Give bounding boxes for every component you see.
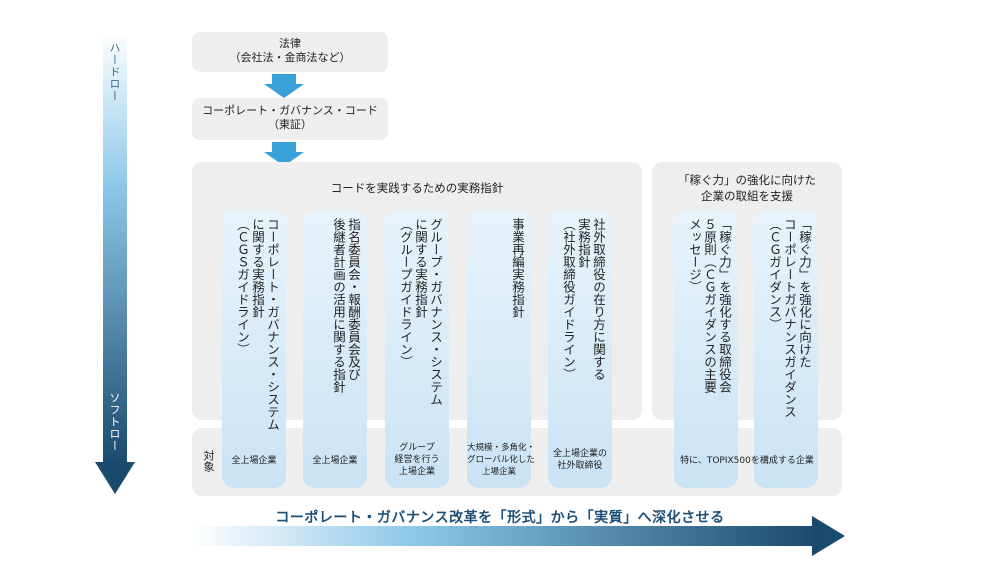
guideline-title: 指名委員会・報酬委員会及び 後継者計画の活用に関する指針 [331,218,361,393]
guidance-column-five-principles: 「稼ぐ力」を強化する取締役会 ５原則（ＣＧガイダンスの主要 メッセージ） [674,210,738,488]
soft-law-label: ソフトロー [108,392,121,452]
down-arrow-icon [264,74,304,98]
cg-code-box: コーポレート・ガバナンス・コード （東証） [192,98,388,140]
hard-law-label: ハードロー [108,42,121,102]
guideline-target: 全上場企業 [312,456,358,466]
law-box: 法律 （会社法・金商法など） [192,32,388,72]
guideline-target: 全上場企業 [231,456,277,466]
guideline-column-restructuring: 事業再編実務指針 大規模・多角化・ グローバル化した 上場企業 [467,210,536,488]
target-row-label: 対象 [202,450,215,472]
guideline-column-nomination: 指名委員会・報酬委員会及び 後継者計画の活用に関する指針 全上場企業 [303,210,367,488]
cg-code-box-title: コーポレート・ガバナンス・コード [202,104,378,117]
guideline-column-cgs: コーポレート・ガバナンス・システム に関する実務指針 （ＣＧＳガイドライン） 全… [222,210,286,488]
law-box-title: 法律 [279,37,301,50]
deepening-label: コーポレート・ガバナンス改革を「形式」から「実質」へ深化させる [275,510,725,526]
down-arrow-icon [264,142,304,166]
guideline-target: 全上場企業の 社外取締役 [552,449,607,471]
guidance-title: 「稼ぐ力」を強化に向けた コーポレートガバナンスガイダンス （ＣＧガイダンス） [767,218,812,418]
guideline-title: 社外取締役の在り方に関する 実務指針 （社外取締役ガイドライン） [561,218,606,381]
guideline-target: グループ 経営を行う 上場企業 [394,443,440,477]
cg-code-box-subtitle: （東証） [268,118,312,131]
guideline-target: 大規模・多角化・ グローバル化した 上場企業 [467,443,536,477]
law-box-subtitle: （会社法・金商法など） [229,51,351,64]
guidance-title: 「稼ぐ力」を強化する取締役会 ５原則（ＣＧガイダンスの主要 メッセージ） [687,218,732,393]
guideline-title: コーポレート・ガバナンス・システム に関する実務指針 （ＣＧＳガイドライン） [235,218,280,431]
earning-power-title-line2: 企業の取組を支援 [701,189,793,203]
hard-soft-law-arrow [95,32,135,494]
side-panel-target: 特に、TOPIX500を構成する企業 [680,456,814,466]
guideline-title: グループ・ガバナンス・システム に関する実務指針 （グループガイドライン） [398,218,443,406]
guideline-column-group: グループ・ガバナンス・システム に関する実務指針 （グループガイドライン） グル… [385,210,449,488]
guideline-title: 事業再編実務指針 [510,218,525,318]
guideline-column-outside-directors: 社外取締役の在り方に関する 実務指針 （社外取締役ガイドライン） 全上場企業の … [548,210,612,488]
earning-power-title: 「稼ぐ力」の強化に向けた 企業の取組を支援 [652,172,842,204]
practice-guidelines-title: コードを実践するための実務指針 [330,181,504,195]
earning-power-title-line1: 「稼ぐ力」の強化に向けた [678,173,816,187]
deepening-arrow [190,516,845,556]
guidance-column-cg-guidance: 「稼ぐ力」を強化に向けた コーポレートガバナンスガイダンス （ＣＧガイダンス） [754,210,818,488]
